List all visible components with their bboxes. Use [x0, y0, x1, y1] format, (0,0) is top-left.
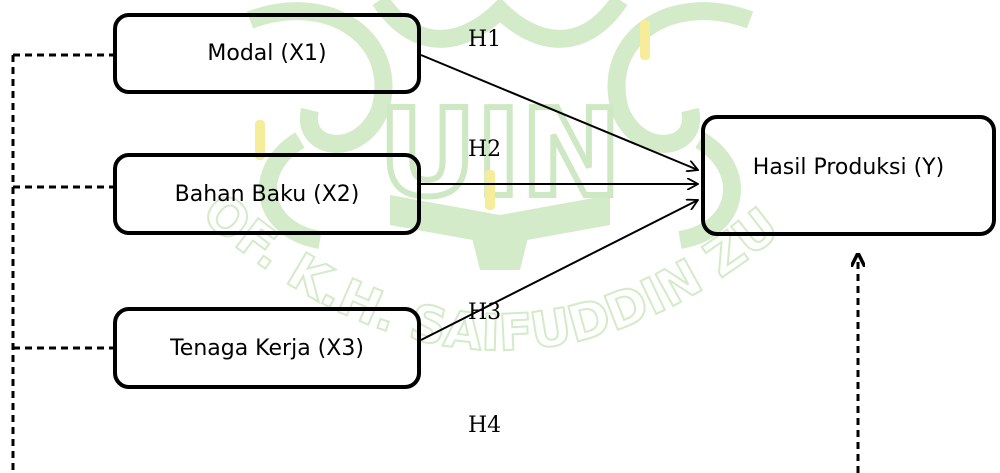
node-hasil-produksi-y: Hasil Produksi (Y)	[701, 115, 996, 236]
hypothesis-label-h3: H3	[468, 300, 502, 325]
watermark-yellow-accents	[255, 20, 650, 210]
node-bahan-baku-x2: Bahan Baku (X2)	[113, 153, 421, 235]
hypothesis-label-h2: H2	[468, 137, 502, 162]
book-icon	[390, 195, 610, 270]
hypothesis-label-h4: H4	[468, 413, 502, 438]
arrow-x1-to-y	[420, 54, 698, 170]
simultaneous-effect-connector	[11, 53, 858, 473]
hypothesis-label-h1: H1	[468, 27, 502, 52]
arrow-x3-to-y	[420, 200, 698, 341]
node-modal-x1: Modal (X1)	[113, 13, 421, 94]
node-tenaga-kerja-x3: Tenaga Kerja (X3)	[113, 307, 421, 389]
